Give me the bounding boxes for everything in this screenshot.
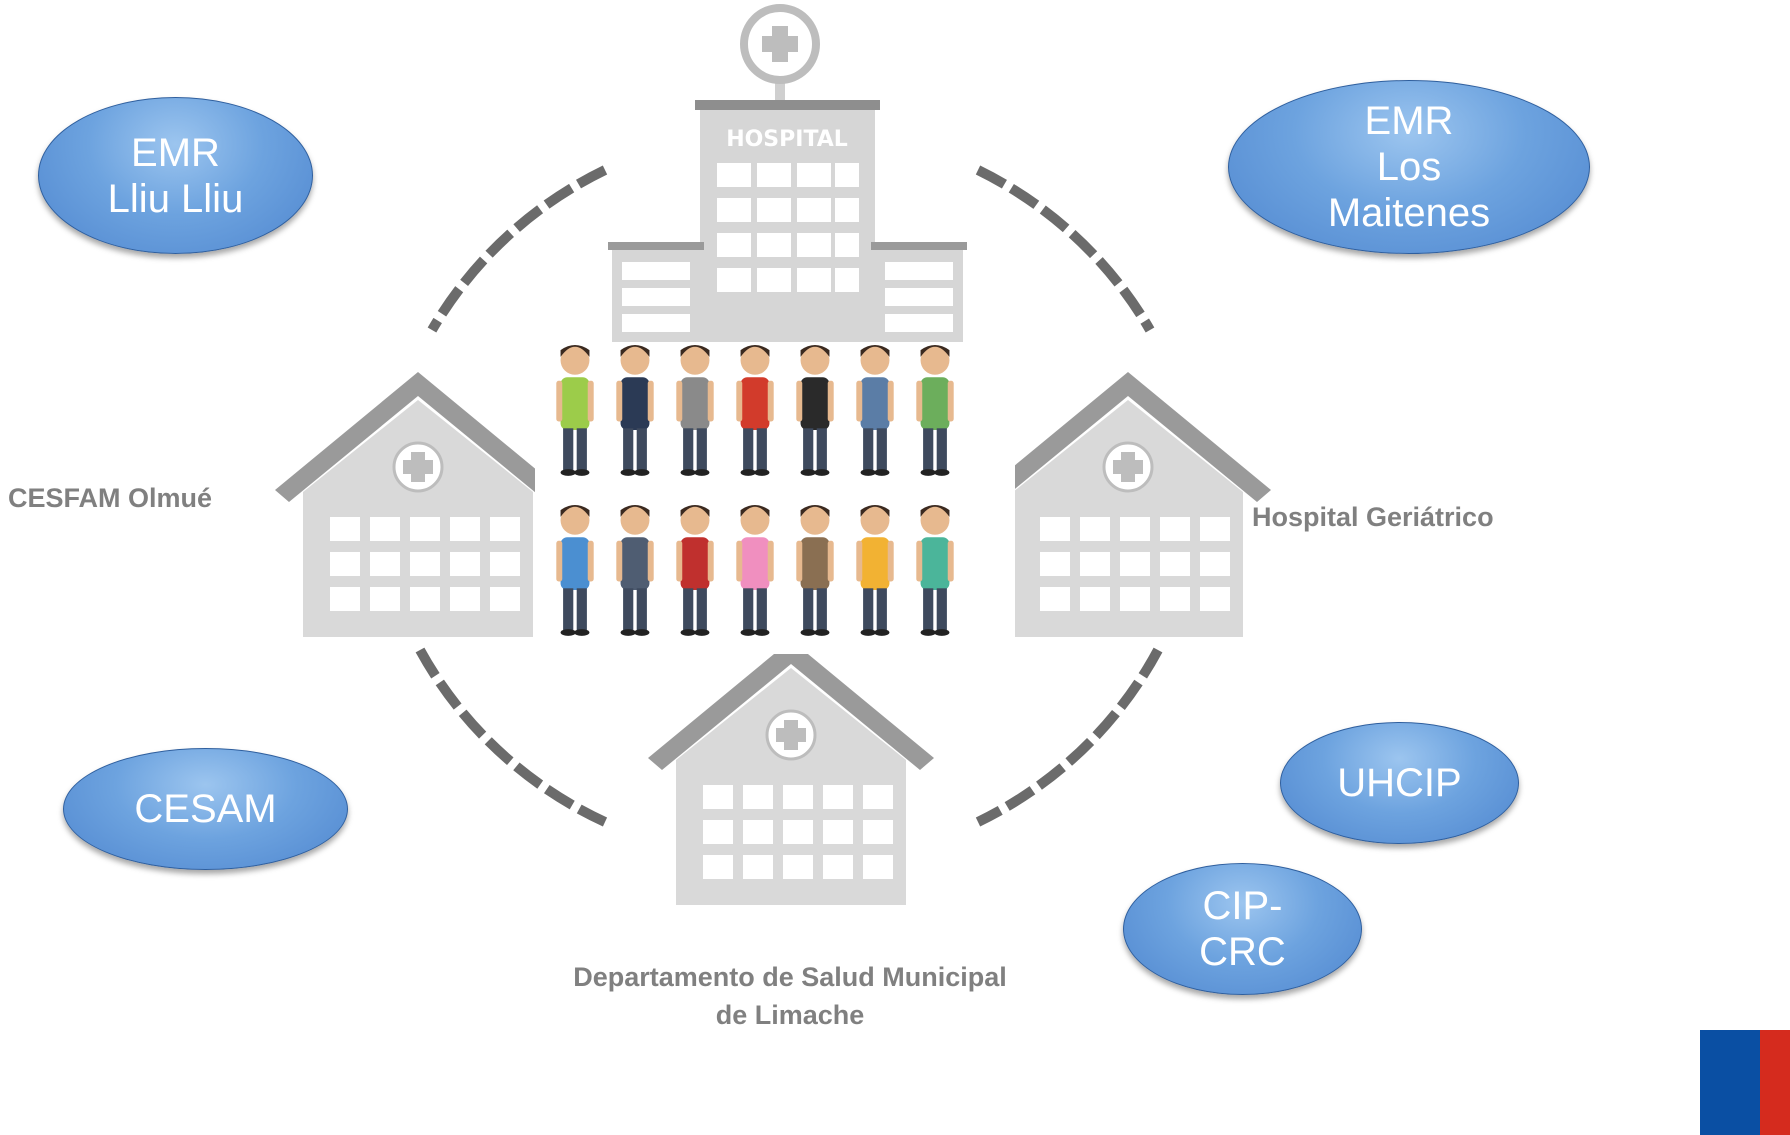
oval-cesam-label: CESAM	[134, 787, 277, 831]
oval-emr-los-maitenes-line2: Los	[1376, 145, 1442, 189]
flag-blue	[1700, 1030, 1760, 1135]
oval-emr-lliu-lliu-line2: Lliu Lliu	[107, 176, 244, 221]
oval-emr-los-maitenes-line3: Maitenes	[1327, 191, 1491, 235]
house-bottom	[646, 638, 936, 907]
dashed-ring	[415, 165, 1163, 827]
label-hospital-geriatrico: Hospital Geriátrico	[1252, 502, 1552, 533]
oval-emr-lliu-lliu-line1: EMR	[131, 130, 220, 175]
label-departamento-line2: de Limache	[715, 1000, 865, 1030]
oval-emr-lliu-lliu: EMR Lliu Lliu	[38, 97, 313, 254]
label-cesfam-olmue-text: CESFAM Olmué	[8, 483, 213, 513]
oval-emr-los-maitenes-line1: EMR	[1364, 99, 1454, 143]
oval-cip-crc-line2: CRC	[1199, 930, 1286, 974]
flag-logo	[1700, 1030, 1790, 1135]
oval-uhcip-label: UHCIP	[1337, 761, 1462, 805]
oval-cip-crc-line1: CIP-	[1202, 884, 1283, 928]
oval-cip-crc: CIP- CRC	[1123, 863, 1362, 995]
flag-red	[1760, 1030, 1790, 1135]
house-left	[273, 370, 563, 639]
house-right	[983, 370, 1273, 639]
label-cesfam-olmue: CESFAM Olmué	[8, 483, 258, 514]
oval-cesam: CESAM	[63, 748, 348, 870]
hospital-building: HOSPITAL	[608, 4, 967, 350]
oval-uhcip: UHCIP	[1280, 722, 1519, 844]
oval-emr-los-maitenes: EMR Los Maitenes	[1228, 80, 1590, 254]
hospital-sign: HOSPITAL	[726, 127, 848, 152]
label-departamento-salud: Departamento de Salud Municipal de Limac…	[470, 958, 1110, 1034]
people-illustration	[535, 342, 1015, 654]
label-hospital-geriatrico-text: Hospital Geriátrico	[1252, 502, 1494, 532]
label-departamento-line1: Departamento de Salud Municipal	[573, 962, 1007, 992]
